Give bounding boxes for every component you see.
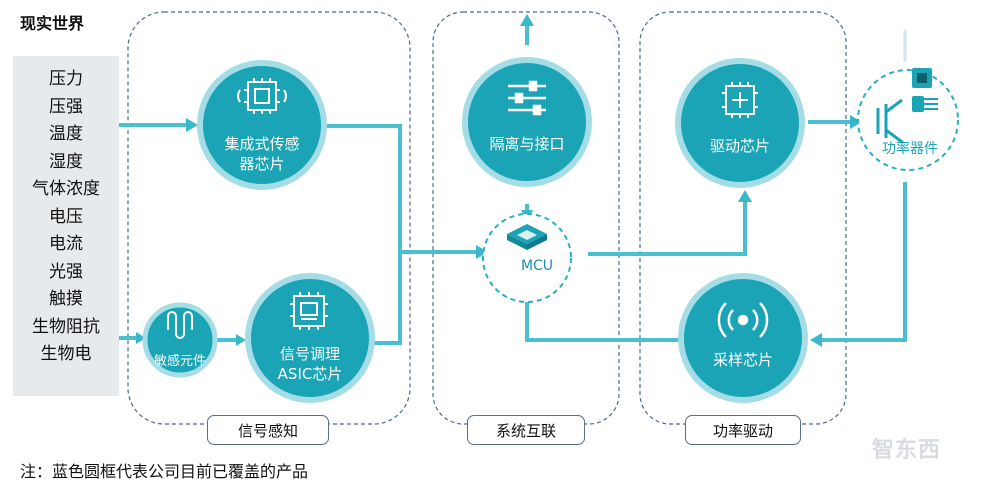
- asic-chip-label: 信号调理 ASIC芯片: [277, 345, 343, 383]
- mcu-label: MCU: [520, 258, 554, 274]
- arrowhead-driver: [738, 190, 752, 202]
- sensitive-element-circle: [142, 302, 218, 378]
- list-item: 压力: [49, 69, 83, 89]
- group-label-power: 功率驱动: [685, 415, 801, 445]
- input-list: 压力 压强 温度 湿度 气体浓度 电压 电流 光强 触摸 生物阻抗 生物电: [13, 66, 119, 369]
- sensor-chip-circle: [197, 60, 327, 190]
- sensitive-element-icon: [167, 311, 193, 339]
- list-item: 湿度: [49, 151, 83, 172]
- footnote: 注：蓝色圆框代表公司目前已覆盖的产品: [20, 462, 309, 481]
- list-item: 气体浓度: [32, 179, 100, 199]
- isolation-interface-label: 隔离与接口: [489, 135, 565, 153]
- flow-sensor-out: [324, 124, 402, 252]
- arrowhead-iso-top: [520, 14, 534, 26]
- group-label-signal: 信号感知: [207, 415, 329, 445]
- sensitive-element-label: 敏感元件: [153, 354, 206, 369]
- list-item: 生物电: [40, 344, 92, 364]
- group-label-system: 系统互联: [467, 415, 585, 445]
- mcu-chip-icon: [507, 224, 547, 250]
- list-item: 温度: [49, 124, 83, 144]
- list-item: 生物阻抗: [32, 316, 100, 337]
- arrowhead-asic: [236, 334, 246, 346]
- list-item: 光强: [49, 261, 83, 282]
- power-device-circle: [857, 69, 959, 171]
- list-item: 电流: [49, 234, 83, 254]
- sampling-chip-circle: [678, 273, 808, 403]
- power-device-label: 功率器件: [882, 141, 938, 157]
- flow-power-to-sampling: [818, 182, 907, 342]
- isolation-interface-circle: [462, 57, 592, 187]
- driver-chip-icon: [722, 82, 758, 118]
- flow-asic-out: [372, 252, 402, 345]
- asic-chip-icon: [290, 292, 328, 330]
- driver-chip-label: 驱动芯片: [709, 137, 770, 155]
- sensor-chip-icon: [237, 78, 287, 114]
- mcu-circle: [482, 213, 572, 303]
- driver-chip-circle: [675, 58, 805, 188]
- arrowhead-power: [850, 115, 862, 129]
- real-world-panel: [13, 56, 119, 396]
- sliders-icon: [508, 80, 546, 116]
- asic-chip-circle: [245, 273, 375, 403]
- arrowhead-mcu-in: [476, 245, 488, 259]
- sampling-chip-label: 采样芯片: [712, 351, 773, 369]
- arrowhead-sensor: [186, 118, 198, 132]
- wireless-signal-icon: [717, 302, 769, 338]
- signal-group-frame: [127, 11, 411, 425]
- watermark-logo: 智东西: [872, 438, 942, 463]
- list-item: 触摸: [49, 289, 83, 309]
- arrowhead-sampling: [810, 333, 822, 347]
- list-item: 压强: [49, 96, 83, 117]
- system-group-frame: [432, 11, 620, 425]
- arrowhead-sensitive: [136, 332, 146, 344]
- sensor-chip-label: 集成式传感 器芯片: [224, 135, 300, 173]
- list-item: 电压: [49, 206, 83, 227]
- power-device-icon: [876, 68, 938, 144]
- flow-mcu-to-driver: [588, 200, 747, 256]
- real-world-title: 现实世界: [20, 14, 85, 33]
- flow-sampling-to-mcu: [525, 296, 680, 342]
